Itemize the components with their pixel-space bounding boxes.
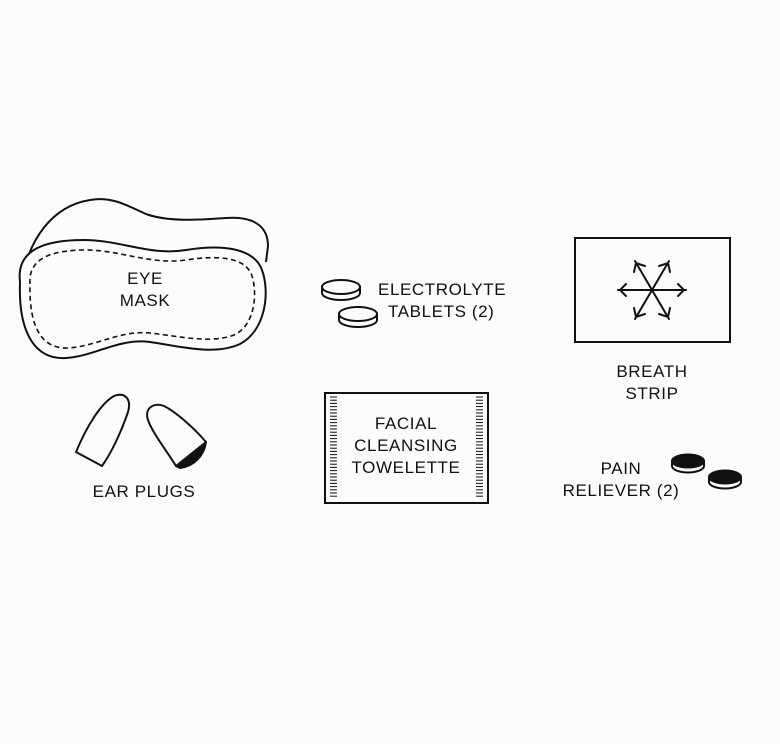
tablet-1 [321,279,361,301]
ear-plug-left [75,393,130,467]
tablet-2 [338,306,378,328]
pain-reliever-label-line1: PAIN [600,459,642,478]
towelette-label: FACIAL CLEANSING TOWELETTE [352,413,461,479]
pill-2 [708,469,742,490]
breath-strip-icon [574,237,731,343]
snowflake-icon [617,260,687,320]
pain-reliever-label-line2: RELIEVER (2) [562,481,680,500]
ear-plugs-label-text: EAR PLUGS [92,482,196,501]
tablets-icon [321,279,378,328]
towelette-label-line3: TOWELETTE [351,458,461,477]
ear-plug-right [146,403,207,469]
electrolyte-tablets-label: ELECTROLYTE TABLETS (2) [378,279,506,323]
tablets-label-line2: TABLETS (2) [388,302,495,321]
eye-mask-label: EYE MASK [120,268,171,312]
breath-strip-label-line2: STRIP [625,384,679,403]
eye-mask-label-line1: EYE [127,269,163,288]
breath-strip-label: BREATH STRIP [616,361,687,405]
towelette-seal-left [330,396,337,497]
breath-strip-label-line1: BREATH [616,362,688,381]
ear-plugs-label: EAR PLUGS [93,481,196,503]
towelette-label-line2: CLEANSING [354,436,458,455]
towelette-label-line1: FACIAL [374,414,438,433]
pills-icon [671,453,742,490]
ear-plugs-icon [75,393,207,469]
pain-reliever-label: PAIN RELIEVER (2) [563,458,680,502]
tablets-label-line1: ELECTROLYTE [378,280,507,299]
eye-mask-icon [18,198,270,360]
pill-1 [671,453,705,474]
eye-mask-label-line2: MASK [119,291,171,310]
towelette-seal-right [476,396,483,497]
towelette-icon [324,392,489,504]
